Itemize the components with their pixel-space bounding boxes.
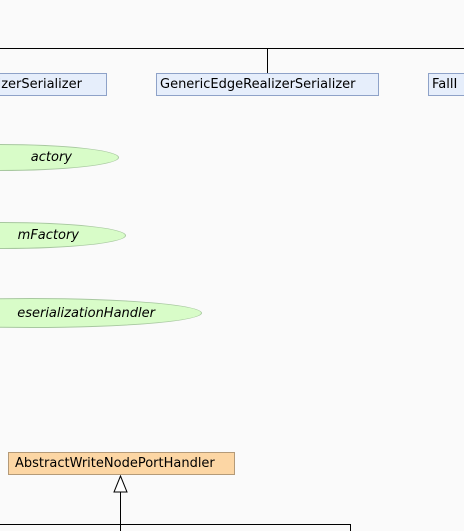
class-label: alizerSerializer	[0, 77, 82, 92]
class-node-generic-edge-realizer-serializer[interactable]: GenericEdgeRealizerSerializer	[156, 73, 379, 96]
abstract-class-node-write-node-port-handler[interactable]: AbstractWriteNodePortHandler	[8, 452, 235, 475]
interface-label: mFactory	[17, 228, 79, 243]
class-node-fallback[interactable]: FallI	[428, 73, 464, 96]
interface-label: eserializationHandler	[17, 305, 155, 321]
inheritance-arrowhead	[113, 474, 128, 493]
interface-label: actory	[30, 150, 72, 165]
class-label: AbstractWriteNodePortHandler	[15, 456, 215, 471]
class-label: GenericEdgeRealizerSerializer	[160, 77, 356, 92]
class-label: FallI	[432, 77, 458, 92]
class-node-realizer-serializer[interactable]: alizerSerializer	[0, 73, 107, 96]
